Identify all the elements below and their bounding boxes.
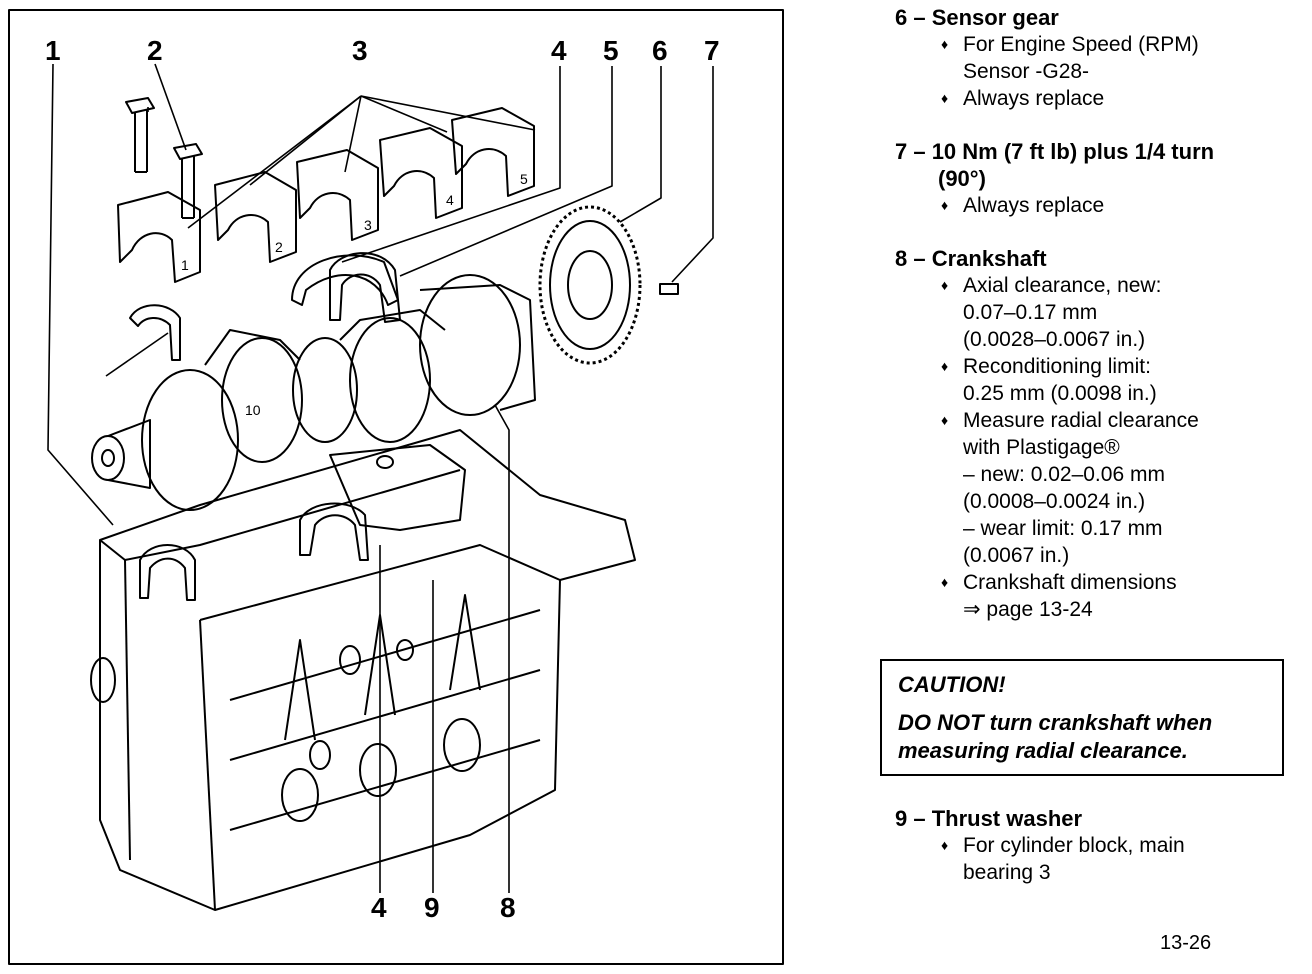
bearing-cap-bolts (125, 97, 203, 219)
bullet-diamond-icon: ♦ (941, 412, 949, 428)
crank-web-label: 10 (245, 402, 261, 418)
crankshaft (91, 274, 536, 511)
legend-item-9: 9 – Thrust washer ♦ For cylinder block, … (895, 805, 1295, 886)
bullet-diamond-icon: ♦ (941, 837, 949, 853)
cap-number-5: 5 (520, 171, 528, 187)
bullet-diamond-icon: ♦ (941, 197, 949, 213)
legend-item-8: 8 – Crankshaft ♦ Axial clearance, new: 0… (895, 245, 1295, 623)
callout-8: 8 (500, 892, 516, 923)
cap-number-labels: 1 2 3 4 5 10 (181, 171, 528, 418)
item-7-heading: 7 – 10 Nm (7 ft lb) plus 1/4 turn (895, 139, 1215, 164)
item-9-bullet-1: ♦ For cylinder block, main bearing 3 (941, 834, 1185, 884)
item-8-bullet-recondition: ♦ Reconditioning limit: 0.25 mm (0.0098 … (941, 355, 1157, 405)
bearing-shells-lower (139, 444, 466, 601)
item-8-bullet-axial: ♦ Axial clearance, new: 0.07–0.17 mm (0.… (941, 274, 1162, 351)
item-7-bullet-1: ♦ Always replace (941, 194, 1105, 217)
legend-item-6: 6 – Sensor gear ♦ For Engine Speed (RPM)… (895, 4, 1295, 112)
page-number: 13-26 (1160, 932, 1212, 954)
item-6-heading: 6 – Sensor gear (895, 5, 1059, 30)
exploded-diagram: 1 2 3 4 5 6 7 4 9 8 1 2 3 4 5 10 (8, 9, 784, 965)
main-bearing-caps (117, 107, 535, 283)
bearing-shells-upper (129, 252, 401, 361)
cap-number-1: 1 (181, 257, 189, 273)
bullet-diamond-icon: ♦ (941, 36, 949, 52)
bullet-diamond-icon: ♦ (941, 277, 949, 293)
callout-4-top: 4 (551, 35, 567, 66)
item-8-bullet-radial: ♦ Measure radial clearance with Plastiga… (941, 409, 1199, 567)
callout-1: 1 (45, 35, 61, 66)
item-8-bullet-dimensions: ♦ Crankshaft dimensions ⇒ page 13-24 (941, 569, 1295, 623)
item-7-heading-cont: (90°) (938, 166, 986, 191)
callout-bottom-labels: 4 9 8 (371, 892, 516, 923)
callout-7: 7 (704, 35, 720, 66)
sensor-gear (538, 205, 642, 365)
item-9-heading: 9 – Thrust washer (895, 806, 1083, 831)
caution-box: CAUTION! DO NOT turn crankshaft when mea… (880, 659, 1284, 776)
leader-lines (47, 63, 714, 893)
cap-number-4: 4 (446, 192, 454, 208)
callout-5: 5 (603, 35, 619, 66)
engine-block-illustration: 1 2 3 4 5 6 7 4 9 8 1 2 3 4 5 10 (8, 9, 784, 965)
cap-number-3: 3 (364, 217, 372, 233)
bullet-diamond-icon: ♦ (941, 90, 949, 106)
caution-text: DO NOT turn crankshaft when measuring ra… (898, 710, 1213, 763)
item-6-bullet-1: ♦ For Engine Speed (RPM) Sensor -G28- (941, 33, 1199, 83)
item-8-heading: 8 – Crankshaft (895, 246, 1047, 271)
item-6-bullet-2: ♦ Always replace (941, 87, 1105, 110)
bullet-diamond-icon: ♦ (941, 358, 949, 374)
parts-legend: 6 – Sensor gear ♦ For Engine Speed (RPM)… (895, 4, 1295, 623)
gear-bolt (659, 283, 679, 295)
cap-number-2: 2 (275, 239, 283, 255)
callout-9: 9 (424, 892, 440, 923)
callout-2: 2 (147, 35, 163, 66)
callout-top-labels: 1 2 3 4 5 6 7 (45, 35, 720, 66)
figure-frame (8, 9, 784, 965)
callout-4-bottom: 4 (371, 892, 387, 923)
callout-3: 3 (352, 35, 368, 66)
callout-6: 6 (652, 35, 668, 66)
page-reference-link[interactable]: ⇒ page 13-24 (963, 598, 1093, 621)
legend-item-7: 7 – 10 Nm (7 ft lb) plus 1/4 turn (90°) … (895, 138, 1295, 219)
bullet-diamond-icon: ♦ (941, 574, 949, 590)
caution-title: CAUTION! (898, 672, 1006, 697)
cylinder-block (90, 429, 636, 911)
